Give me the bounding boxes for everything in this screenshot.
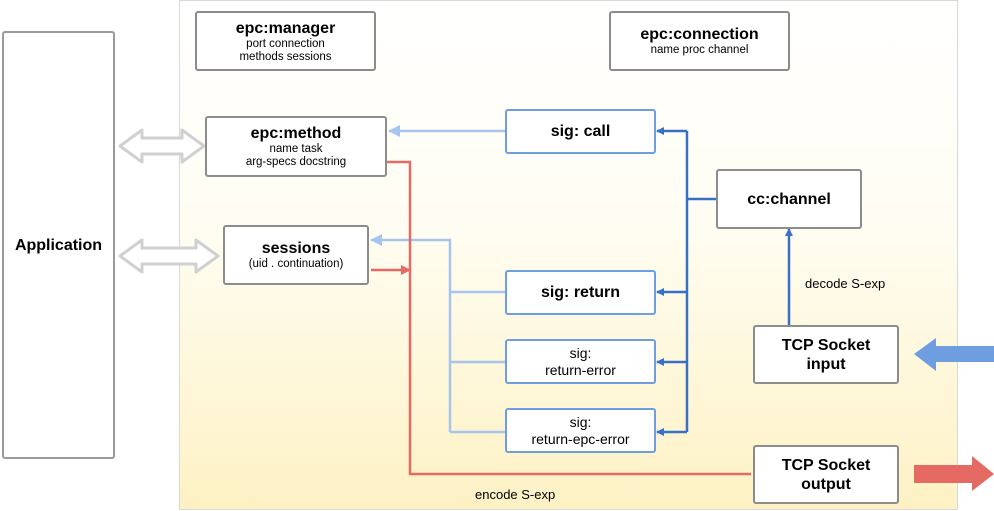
sig-return-epc-error-line1: sig:	[569, 413, 592, 430]
encode-label: encode S-exp	[475, 487, 556, 502]
application-box: Application	[2, 31, 115, 459]
sig-return-error-line2: return-error	[545, 361, 616, 378]
sig-return-epc-error-box: sig: return-epc-error	[505, 408, 656, 453]
method-title: epc:method	[250, 125, 342, 142]
manager-line1: port connection	[246, 37, 325, 50]
encode-line	[371, 160, 751, 476]
channel-title: cc:channel	[747, 190, 831, 208]
app-method-double-arrow	[118, 128, 206, 164]
tcp-socket-input-box: TCP Socket input	[753, 325, 899, 384]
tcp-input-line2: input	[806, 355, 846, 373]
sig-return-error-line1: sig:	[569, 344, 592, 361]
connection-line1: name proc channel	[650, 44, 749, 56]
sig-return-error-box: sig: return-error	[505, 339, 656, 384]
cc-channel-box: cc:channel	[716, 169, 862, 229]
sessions-title: sessions	[261, 240, 331, 257]
channel-to-signals-line	[685, 131, 716, 432]
decode-label: decode S-exp	[805, 276, 886, 291]
manager-line2: methods sessions	[239, 50, 332, 63]
sig-return-box: sig: return	[505, 270, 656, 315]
output-arrow	[914, 456, 994, 491]
sessions-box: sessions (uid . continuation)	[223, 225, 369, 285]
app-sessions-double-arrow	[118, 238, 220, 274]
application-label: Application	[14, 236, 103, 254]
input-arrow	[914, 338, 994, 371]
manager-title: epc:manager	[235, 19, 336, 37]
sessions-line1: (uid . continuation)	[248, 258, 344, 270]
method-line2: arg-specs docstring	[245, 156, 347, 168]
return-to-sessions-line	[371, 240, 505, 434]
epc-method-box: epc:method name task arg-specs docstring	[205, 116, 387, 177]
tcp-output-line2: output	[801, 475, 851, 493]
tcp-output-line1: TCP Socket	[781, 456, 871, 474]
tcp-input-line1: TCP Socket	[781, 336, 871, 354]
sig-call-box: sig: call	[505, 109, 656, 154]
sig-return-label: sig: return	[540, 283, 621, 301]
sig-return-epc-error-line2: return-epc-error	[531, 430, 630, 447]
epc-connection-box: epc:connection name proc channel	[609, 11, 790, 71]
sig-call-label: sig: call	[550, 122, 611, 140]
method-line1: name task	[269, 143, 323, 155]
tcp-socket-output-box: TCP Socket output	[753, 445, 899, 504]
connection-title: epc:connection	[640, 26, 759, 43]
epc-manager-box: epc:manager port connection methods sess…	[195, 11, 376, 71]
